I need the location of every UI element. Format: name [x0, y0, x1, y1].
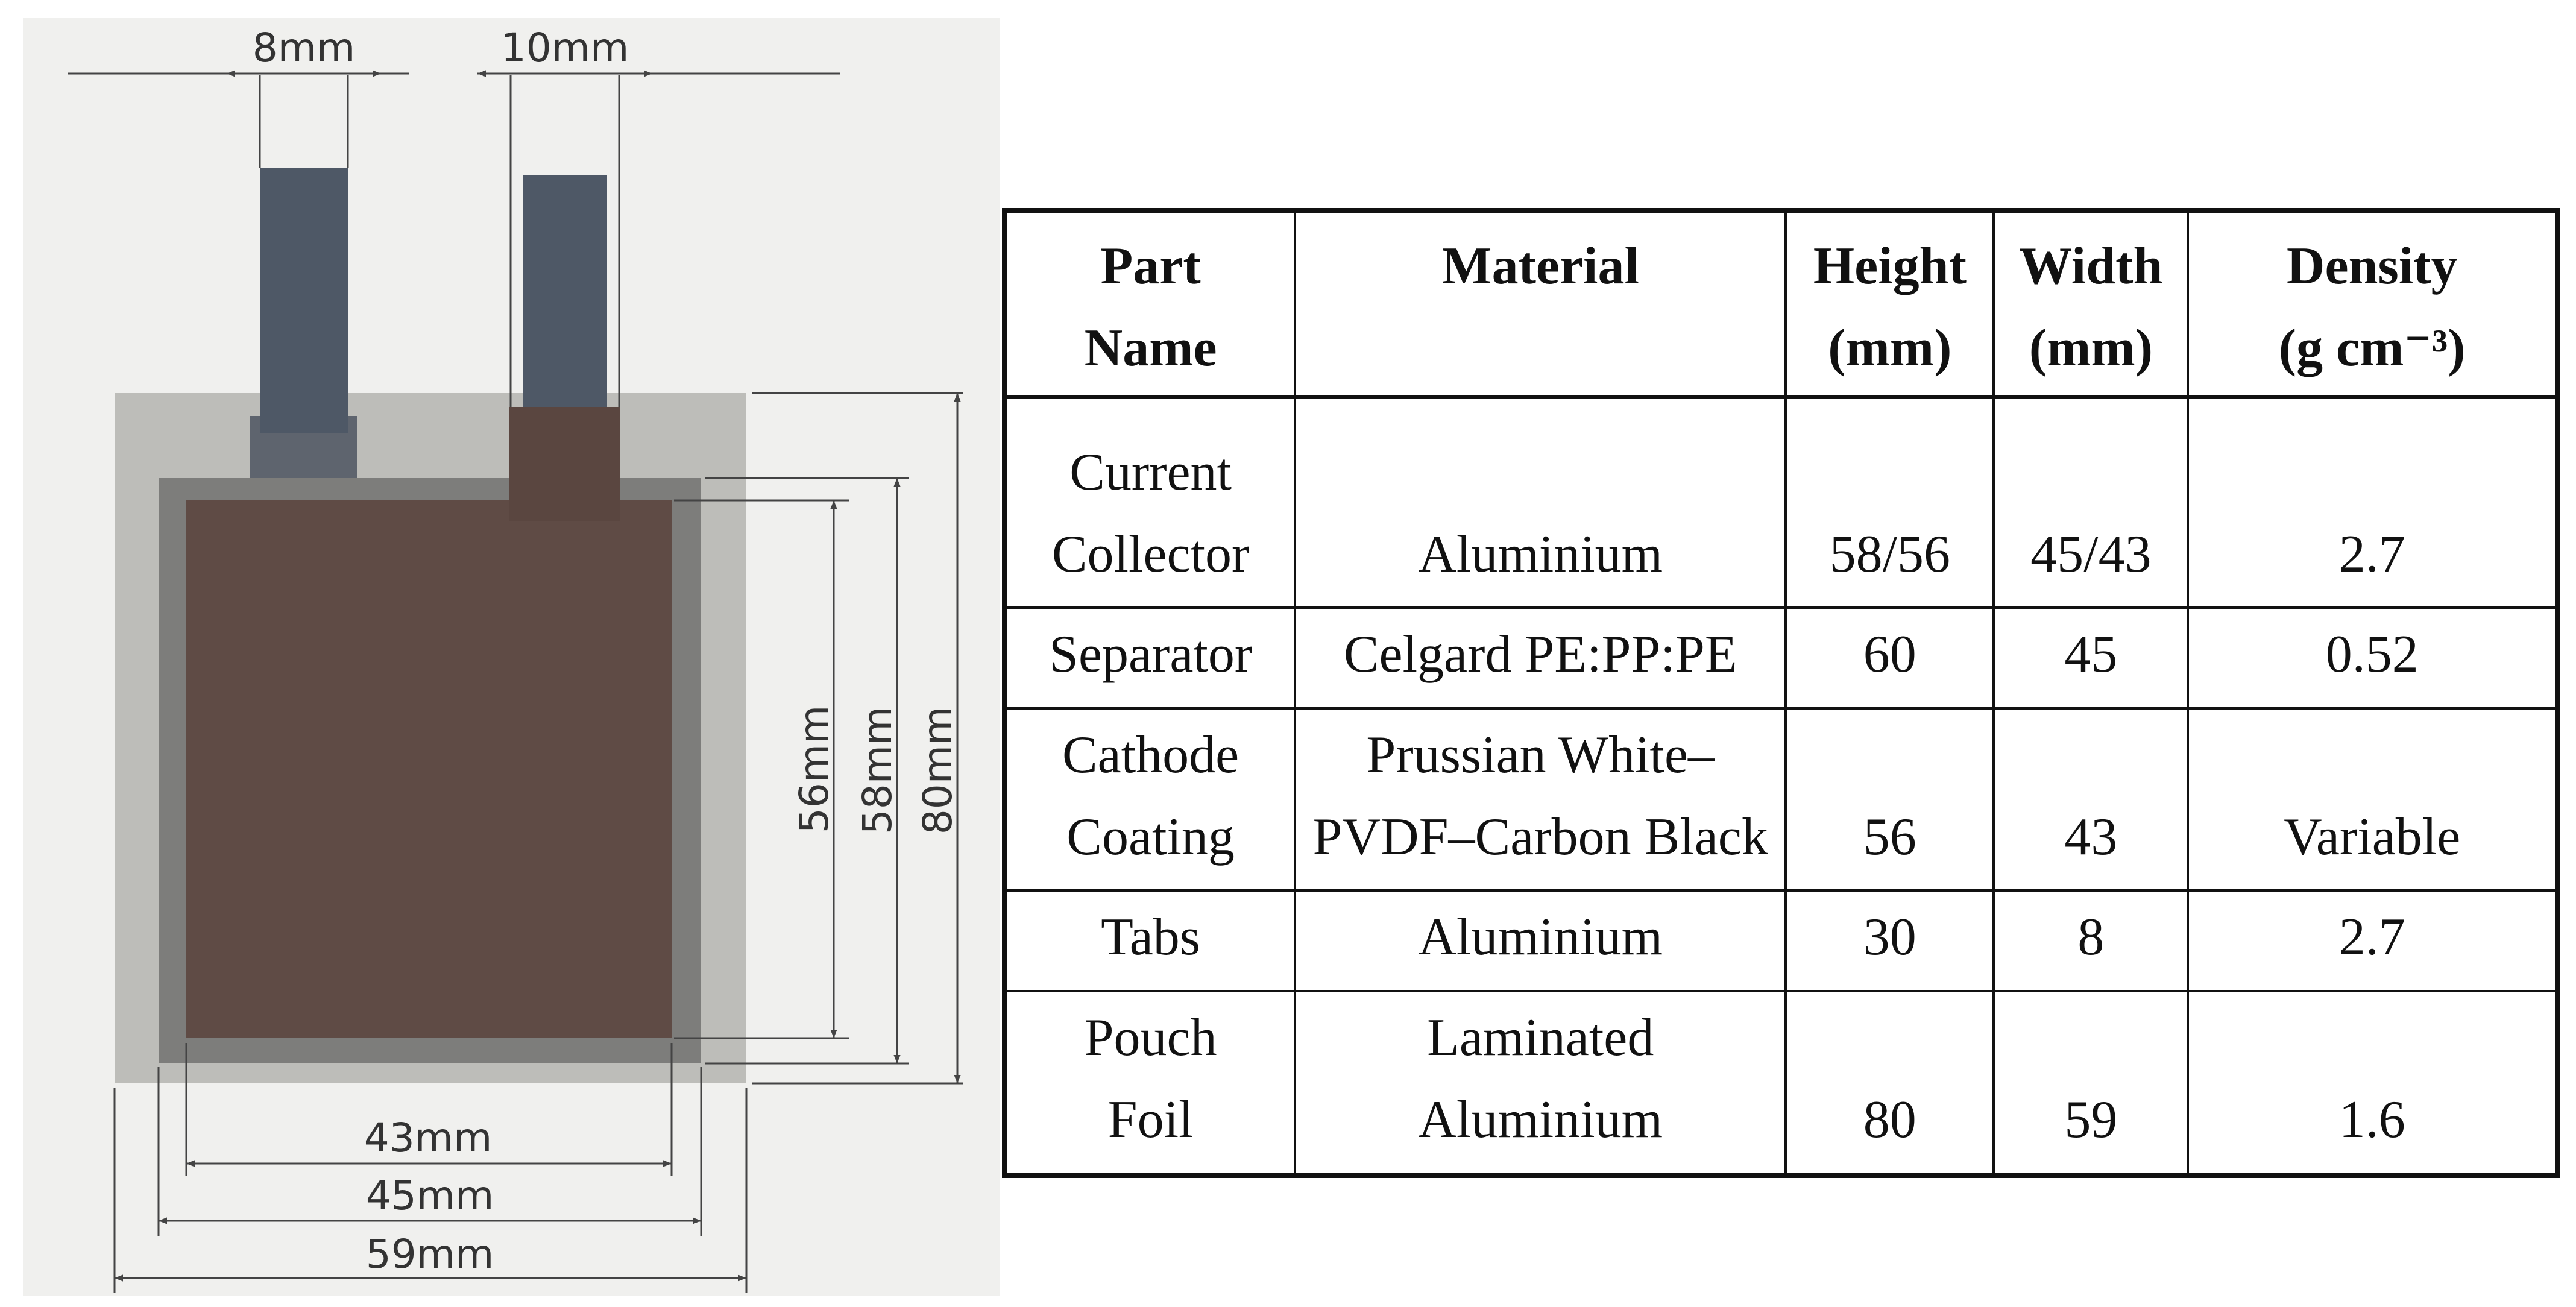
header-line: (mm) — [1828, 319, 1952, 378]
cell-line: Prussian White– — [1366, 725, 1715, 784]
cell-density: Variable — [2187, 707, 2559, 892]
table-row: Separator Celgard PE:PP:PE 60 45 0.52 — [1003, 606, 2559, 710]
cell-component-table: Part Name Material Height (mm) Width (mm… — [1002, 208, 2560, 1178]
cell-part-name: Pouch Foil — [1003, 989, 1297, 1177]
cathode-coating — [186, 500, 672, 1038]
cell-line: Collector — [1051, 524, 1250, 584]
cell-line: Aluminium — [1418, 524, 1663, 584]
cell-width: 45 — [1992, 606, 2190, 710]
tab-right — [523, 175, 607, 407]
header-height: Height (mm) — [1784, 209, 1995, 398]
cell-part-name: Cathode Coating — [1003, 707, 1297, 892]
cell-line: Laminated — [1427, 1008, 1654, 1067]
cell-line: 0.52 — [2325, 625, 2419, 684]
cell-line: Tabs — [1101, 908, 1201, 967]
cell-line: PVDF–Carbon Black — [1312, 808, 1768, 867]
collector-tab-connector — [509, 407, 620, 521]
header-line: Density — [2286, 237, 2458, 295]
table-row: Cathode Coating Prussian White– PVDF–Car… — [1003, 707, 2559, 892]
cell-density: 0.52 — [2187, 606, 2559, 710]
header-line: (g cm⁻³) — [2278, 319, 2466, 378]
cell-width: 59 — [1992, 989, 2190, 1177]
cell-line: 56 — [1863, 808, 1916, 867]
cell-part-name: Tabs — [1003, 889, 1297, 992]
cell-line: 45/43 — [2030, 524, 2152, 584]
cell-line: 45 — [2064, 625, 2118, 684]
header-density: Density (g cm⁻³) — [2187, 209, 2559, 398]
dim-coating-height-56mm: 56mm — [791, 705, 837, 834]
cell-height: 60 — [1784, 606, 1995, 710]
cell-line: 43 — [2064, 808, 2118, 867]
dim-tab-width-10mm: 10mm — [501, 25, 629, 71]
cell-line: 2.7 — [2338, 524, 2405, 584]
cell-line: 59 — [2064, 1091, 2118, 1150]
cell-part-name: Separator — [1003, 606, 1297, 710]
cell-material: Laminated Aluminium — [1294, 989, 1787, 1177]
cell-line: Coating — [1066, 808, 1235, 867]
table-row: Pouch Foil Laminated Aluminium 80 59 1.6 — [1003, 989, 2559, 1177]
cell-line: Celgard PE:PP:PE — [1343, 625, 1737, 684]
cell-line: 30 — [1863, 908, 1916, 967]
cell-height: 80 — [1784, 989, 1995, 1177]
cell-part-name: Current Collector — [1003, 395, 1297, 609]
header-line: Part — [1100, 237, 1201, 295]
dim-pouch-width-59mm: 59mm — [366, 1231, 494, 1277]
cell-width: 45/43 — [1992, 395, 2190, 609]
cell-line: Current — [1069, 442, 1232, 502]
cell-material: Celgard PE:PP:PE — [1294, 606, 1787, 710]
dim-pouch-height-80mm: 80mm — [915, 707, 961, 835]
header-line: Name — [1084, 319, 1217, 378]
cell-material: Prussian White– PVDF–Carbon Black — [1294, 707, 1787, 892]
cell-line: Aluminium — [1418, 908, 1663, 967]
cell-line: 80 — [1863, 1091, 1916, 1150]
cell-width: 43 — [1992, 707, 2190, 892]
header-line: Width — [2019, 237, 2163, 295]
cell-line: Aluminium — [1418, 1091, 1663, 1150]
cell-line: 58/56 — [1829, 524, 1951, 584]
header-part-name: Part Name — [1003, 209, 1297, 398]
cell-line: Pouch — [1084, 1008, 1217, 1067]
cell-line: Variable — [2284, 808, 2461, 867]
cell-line: 1.6 — [2338, 1091, 2405, 1150]
header-line: Material — [1441, 237, 1639, 295]
dim-collector-width-45mm: 45mm — [366, 1173, 494, 1219]
cell-line: Separator — [1049, 625, 1253, 684]
dim-collector-height-58mm: 58mm — [854, 707, 901, 835]
cell-line: 8 — [2077, 908, 2105, 967]
cell-density: 2.7 — [2187, 889, 2559, 992]
dim-coating-width-43mm: 43mm — [364, 1115, 493, 1161]
table-header-row: Part Name Material Height (mm) Width (mm… — [1003, 209, 2559, 398]
cell-line: 60 — [1863, 625, 1916, 684]
cell-diagram-panel: 8mm 10mm 56mm 58mm 80mm 43mm 45mm 59mm — [23, 18, 1000, 1296]
cell-material: Aluminium — [1294, 395, 1787, 609]
cell-density: 2.7 — [2187, 395, 2559, 609]
header-line: Height — [1813, 237, 1967, 295]
table-row: Tabs Aluminium 30 8 2.7 — [1003, 889, 2559, 992]
cell-line: 2.7 — [2338, 908, 2405, 967]
cell-line: Cathode — [1062, 725, 1239, 784]
table-row: Current Collector Aluminium 58/56 45/43 … — [1003, 395, 2559, 609]
cell-height: 56 — [1784, 707, 1995, 892]
header-width: Width (mm) — [1992, 209, 2190, 398]
cell-width: 8 — [1992, 889, 2190, 992]
tab-left — [260, 168, 348, 433]
cell-density: 1.6 — [2187, 989, 2559, 1177]
cell-diagram: 8mm 10mm 56mm 58mm 80mm 43mm 45mm 59mm — [68, 25, 963, 1293]
dim-tab-width-8mm: 8mm — [253, 25, 356, 71]
cell-material: Aluminium — [1294, 889, 1787, 992]
cell-line: Foil — [1107, 1091, 1194, 1150]
header-material: Material — [1294, 209, 1787, 398]
cell-height: 58/56 — [1784, 395, 1995, 609]
cell-height: 30 — [1784, 889, 1995, 992]
header-line: (mm) — [2029, 319, 2153, 378]
